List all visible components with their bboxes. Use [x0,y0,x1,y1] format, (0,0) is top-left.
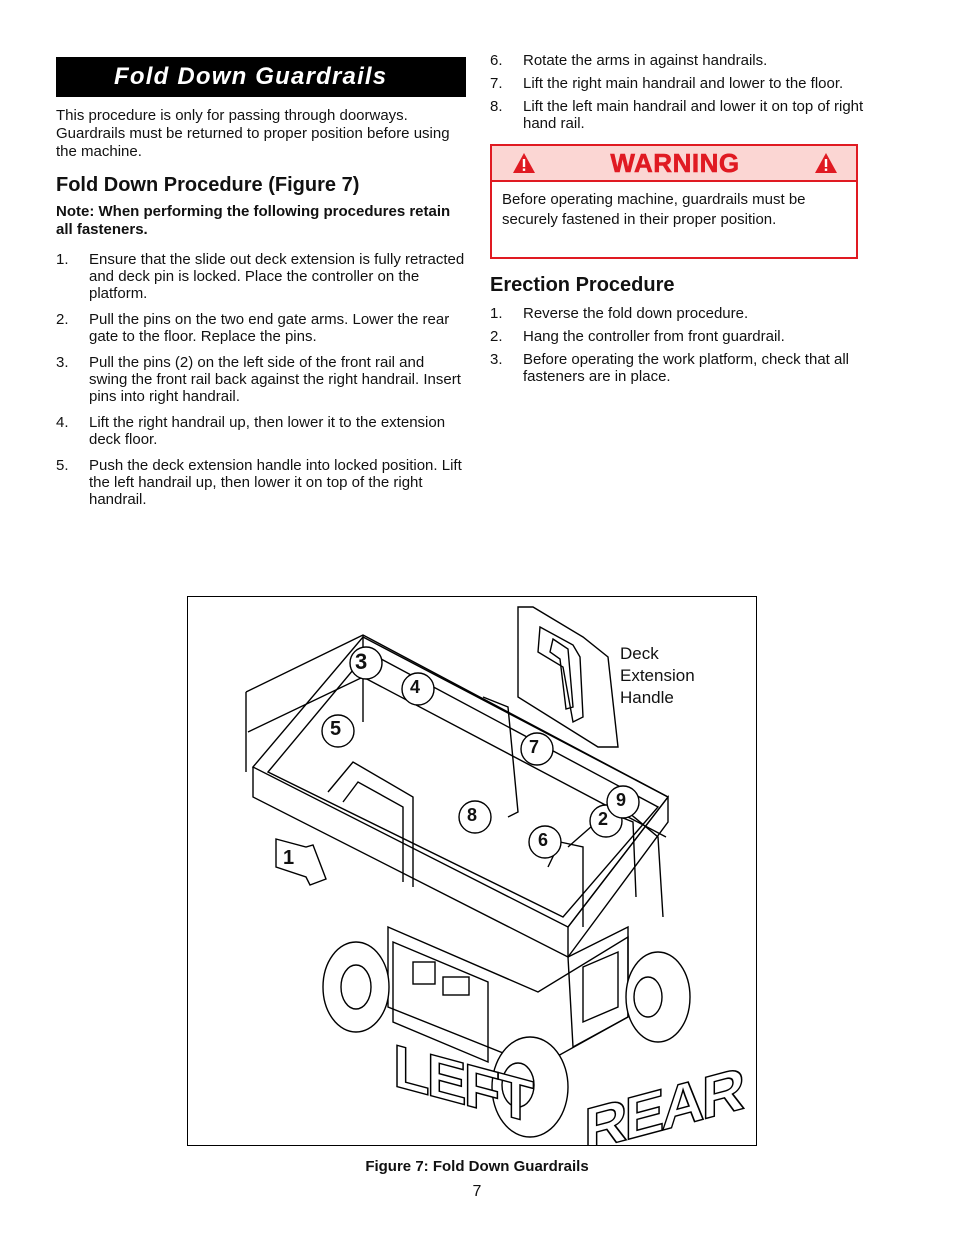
step-text: Push the deck extension handle into lock… [89,457,462,508]
figure-7-illustration: 1 2 3 4 5 6 7 8 9 Deck Extension Handle … [187,596,757,1146]
step-number: 3. [490,351,503,368]
step-text: Before operating the work platform, chec… [523,351,850,385]
list-item: 2. Pull the pins on the two end gate arms… [56,311,466,345]
section-title: Fold Down Guardrails [114,63,388,90]
callout-line: Deck [620,644,659,663]
step-text: Pull the pins (2) on the left side of th… [89,354,461,405]
fold-down-steps-left: 1. Ensure that the slide out deck extensi… [56,251,466,508]
left-column: Fold Down Guardrails This procedure is o… [56,57,466,517]
deck-extension-handle-callout: Deck Extension Handle [620,643,695,709]
figure-step-marker: 6 [538,830,549,850]
page-number: 7 [472,1183,482,1200]
list-item: 3. Pull the pins (2) on the left side of … [56,354,466,405]
step-text: Ensure that the slide out deck extension… [89,251,465,302]
intro-paragraph: This procedure is only for passing throu… [56,107,450,160]
step-number: 2. [490,328,503,345]
warning-header: WARNING [492,146,856,182]
step-text: Lift the right handrail up, then lower i… [89,414,446,448]
step-text: Lift the right main handrail and lower t… [523,75,844,92]
step-text: Lift the left main handrail and lower it… [523,98,864,132]
erection-section: Erection Procedure 1. Reverse the fold do… [490,273,900,385]
list-item: 1. Ensure that the slide out deck extensi… [56,251,466,302]
figure-step-marker: 7 [529,737,540,757]
fold-down-heading: Fold Down Procedure (Figure 7) [56,174,360,196]
step-text: Hang the controller from front guardrail… [523,328,785,345]
list-item: 8. Lift the left main handrail and lower … [490,98,900,132]
callout-line: Handle [620,688,674,707]
step-number: 8. [490,98,503,115]
step-number: 1. [56,251,69,268]
list-item: 4. Lift the right handrail up, then lower… [56,414,466,448]
erection-steps: 1. Reverse the fold down procedure. 2. Han… [490,305,900,385]
callout-line: Extension [620,666,695,685]
section-title-bar: Fold Down Guardrails [56,57,466,97]
figure-caption: Figure 7: Fold Down Guardrails [365,1158,589,1175]
step-number: 1. [490,305,503,322]
figure-step-marker: 2 [598,809,609,829]
fold-down-note: Note: When performing the following proc… [56,203,451,238]
list-item: 5. Push the deck extension handle into lo… [56,457,466,508]
right-column: 6.Rotate the arms in against handrails. … [490,52,900,391]
step-number: 5. [56,457,69,474]
scissor-lift-drawing [245,606,691,1138]
fold-down-steps-right: 6.Rotate the arms in against handrails. … [490,52,900,132]
step-number: 4. [56,414,69,431]
step-text: Reverse the fold down procedure. [523,305,749,322]
erection-heading: Erection Procedure [490,274,675,296]
step-number: 2. [56,311,69,328]
figure-step-marker: 8 [467,805,478,825]
warning-triangle-icon [814,153,837,173]
list-item: 7. Lift the right main handrail and lower… [490,75,900,92]
list-item: 3. Before operating the work platform, ch… [490,351,900,385]
step-text: Rotate the arms in against handrails. [523,52,768,69]
figure-step-marker: 3 [355,649,368,674]
warning-text: Before operating machine, guardrails mus… [502,191,806,228]
step-number: 7. [490,75,503,92]
warning-triangle-icon [513,153,535,173]
warning-title: WARNING [610,147,740,178]
step-number: 3. [56,354,69,371]
list-item: 1. Reverse the fold down procedure. [490,305,900,322]
step-number: 6. [490,52,503,69]
list-item: 6. Rotate the arms in against handrails. [490,52,900,69]
step-text: Pull the pins on the two end gate arms. … [89,311,450,345]
warning-box: WARNING Before operating machine, guardr… [490,144,858,259]
figure-step-marker: 9 [616,790,627,810]
figure-step-marker: 1 [283,847,295,869]
figure-step-marker: 4 [410,677,421,697]
list-item: 2. Hang the controller from front guardra… [490,328,900,345]
figure-step-marker: 5 [330,718,342,740]
